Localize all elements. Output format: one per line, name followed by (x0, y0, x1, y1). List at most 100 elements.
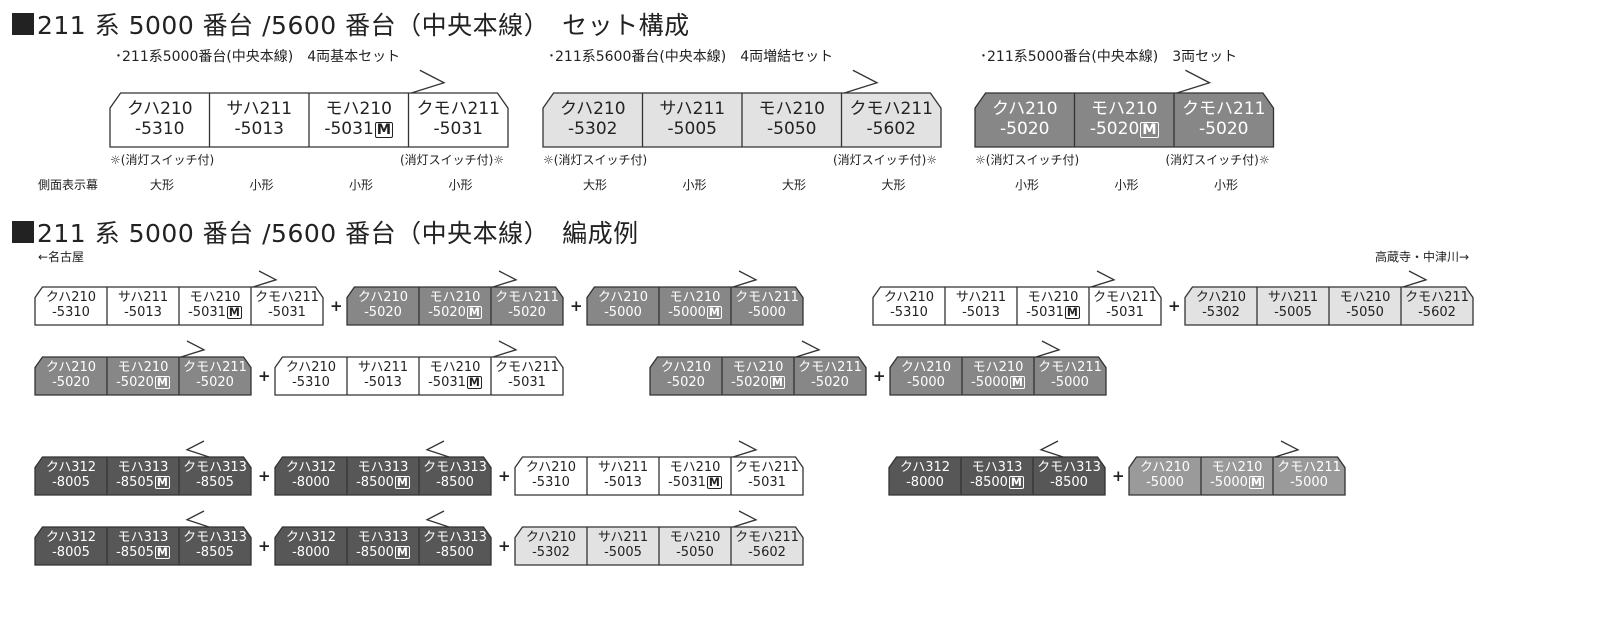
car-number-text: -5020 (811, 375, 849, 390)
car-number: -5020 (196, 375, 234, 391)
heading-square-icon (12, 221, 34, 243)
formation-body (542, 69, 942, 148)
car-number: -5013 (962, 305, 1000, 321)
pantograph-icon (1039, 440, 1064, 458)
car-type: クモハ211 (798, 360, 862, 376)
section1-title: 211 系 5000 番台 /5600 番台（中央本線） セット構成 (37, 11, 690, 40)
car-number: -5005 (1274, 305, 1312, 321)
side-display-size: 小形 (682, 178, 707, 192)
car: クハ312-8000 (275, 527, 347, 565)
car-type: モハ313 (971, 460, 1023, 476)
pantograph-icon (185, 440, 210, 458)
pantograph-icon (185, 510, 210, 528)
car-number: -5302 (568, 119, 618, 140)
formation-body (586, 270, 804, 326)
car-number: -5013 (604, 475, 642, 491)
formation-body (889, 340, 1107, 396)
car-type: クハ312 (285, 460, 337, 476)
pantograph-icon (1402, 270, 1428, 288)
car-number: -5020 (52, 375, 90, 391)
car-type: クハ210 (525, 460, 577, 476)
car-number-text: -5020 (667, 375, 705, 390)
motor-icon: M (1140, 122, 1159, 139)
car-number-text: -5602 (748, 545, 786, 560)
car-number-text: -5050 (1346, 305, 1384, 320)
formation-body (109, 69, 509, 148)
car-number: -5000 (1290, 475, 1328, 491)
car-type: クモハ211 (416, 99, 500, 120)
car-number-text: -5000 (971, 375, 1009, 390)
car-type: クモハ211 (735, 460, 799, 476)
car-type: クモハ211 (849, 99, 933, 120)
car-number-text: -5005 (1274, 305, 1312, 320)
car-number-text: -5602 (1418, 305, 1456, 320)
car-type: クハ210 (900, 360, 952, 376)
car-number-text: -8000 (906, 475, 944, 490)
car: クモハ211-5020 (179, 357, 251, 395)
car-type: モハ210 (669, 460, 721, 476)
car-type: クモハ211 (183, 360, 247, 376)
car-number-text: -5020 (116, 375, 154, 390)
motor-icon: M (154, 476, 170, 490)
car-number: -5310 (52, 305, 90, 321)
car: クモハ211-5602 (1401, 287, 1473, 325)
car-number: -5000 (604, 305, 642, 321)
car-number-text: -5020 (52, 375, 90, 390)
motor-icon: M (374, 122, 394, 139)
formation-body (888, 440, 1106, 496)
car: クモハ211-5031 (251, 287, 323, 325)
pantograph-icon (411, 69, 446, 94)
car-number-text: -5020 (1199, 119, 1249, 139)
motor-icon: M (154, 546, 170, 560)
car-number-text: -5013 (364, 375, 402, 390)
car-number-text: -5013 (604, 475, 642, 490)
formation-body (974, 69, 1275, 148)
car: クハ312-8005 (35, 527, 107, 565)
pantograph-icon (732, 270, 758, 288)
car-number: -8500 (436, 475, 474, 491)
car-number-text: -5000 (1051, 375, 1089, 390)
car-type: サハ211 (117, 290, 169, 306)
car: サハ211-5005 (1257, 287, 1329, 325)
car-type: サハ211 (597, 460, 649, 476)
lamp-note-left: ☼(消灯スイッチ付) (110, 153, 215, 167)
formation-body (274, 440, 492, 496)
car-number-text: -5020 (1089, 119, 1140, 139)
car-number-text: -5031 (188, 305, 226, 320)
car-number-text: -5302 (568, 119, 618, 139)
car: クハ210-5302 (543, 93, 643, 147)
car-type: クハ312 (899, 460, 951, 476)
car: クモハ211-5031 (731, 457, 803, 495)
coupling-plus: + (258, 367, 271, 385)
car: クモハ211-5000 (1034, 357, 1106, 395)
car-number-text: -5020 (428, 305, 466, 320)
car-type: モハ210 (972, 360, 1024, 376)
car-number-text: -8500 (1050, 475, 1088, 490)
car-number: -5020 (1000, 119, 1049, 140)
car: クモハ211-5031 (1089, 287, 1161, 325)
car-number-text: -8000 (292, 475, 330, 490)
car-type: クモハ211 (495, 360, 559, 376)
coupling-plus: + (873, 367, 886, 385)
car-number-text: -8500 (356, 475, 394, 490)
pantograph-icon (252, 270, 278, 288)
car-number: -5602 (867, 119, 916, 140)
car: クモハ211-5031 (409, 93, 509, 147)
